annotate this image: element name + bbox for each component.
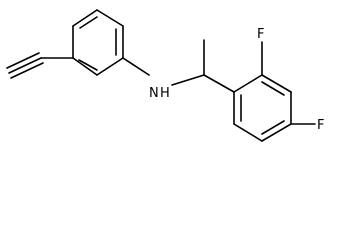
double-bond-inner	[78, 59, 98, 71]
double-bond-inner	[261, 120, 285, 135]
aryl-n-bond	[122, 57, 150, 76]
triple-bond-line-2	[6, 52, 40, 69]
n-ch-bond	[171, 74, 205, 86]
amine-h-label: H	[160, 86, 170, 101]
fluorine-ortho-label: F	[257, 27, 264, 42]
ethynyl-group	[6, 52, 74, 79]
chemical-structure: N H F F	[6, 9, 324, 142]
fluorine-para-label: F	[317, 118, 324, 133]
amine-n-label: N	[149, 86, 159, 101]
double-bond-inner	[261, 81, 285, 96]
right-benzene-ring	[233, 74, 292, 142]
double-bond-inner	[79, 16, 98, 29]
ch-aryl-bond	[203, 74, 235, 93]
triple-bond-line-1	[8, 57, 42, 74]
left-benzene-ring	[72, 9, 124, 76]
triple-bond-line-3	[10, 62, 44, 79]
